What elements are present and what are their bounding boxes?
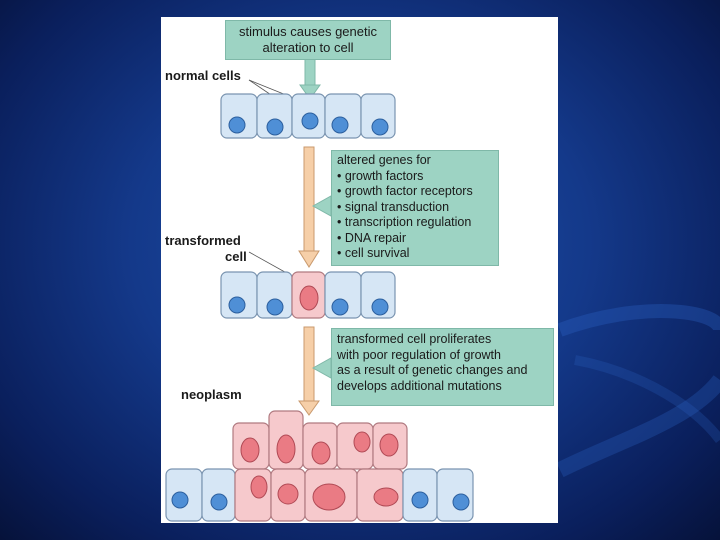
normal-nucleus <box>266 298 284 316</box>
normal-cells-label: normal cells <box>165 68 241 83</box>
altered-gene-item: cell survival <box>337 246 498 262</box>
normal-nucleus <box>228 116 246 134</box>
normal-nucleus <box>331 298 349 316</box>
normal-nucleus <box>266 118 284 136</box>
neoplasm-label: neoplasm <box>181 387 242 402</box>
transformed-cell-label: cell <box>225 249 247 264</box>
proliferation-line: as a result of genetic changes and <box>337 363 528 377</box>
neoplasm-nucleus <box>277 483 299 505</box>
neoplasm-nucleus <box>311 441 331 465</box>
neoplasm-nucleus <box>312 483 346 511</box>
normal-nucleus <box>371 298 389 316</box>
normal-nucleus <box>210 493 228 511</box>
normal-nucleus <box>301 112 319 130</box>
altered-gene-item: growth factor receptors <box>337 184 498 200</box>
stimulus-arrow-shaft <box>304 58 316 88</box>
stimulus-callout: stimulus causes genetic alteration to ce… <box>225 20 391 60</box>
normal-nucleus <box>331 116 349 134</box>
diagram-panel: stimulus causes genetic alteration to ce… <box>161 17 558 523</box>
normal-nucleus <box>228 296 246 314</box>
transformed-nucleus <box>299 285 319 311</box>
diagram-graphics <box>165 58 474 522</box>
normal-nucleus <box>371 118 389 136</box>
proliferation-line: develops additional mutations <box>337 378 502 393</box>
altered-gene-item: DNA repair <box>337 231 498 247</box>
normal-nucleus <box>452 493 470 511</box>
neoplasm-nucleus <box>276 434 296 464</box>
altered-gene-item: transcription regulation <box>337 215 498 231</box>
proliferation-callout: transformed cell proliferates with poor … <box>331 328 554 406</box>
transformed-label: transformed <box>165 233 241 248</box>
progression-arrow-2-shaft <box>303 326 315 404</box>
altered-genes-list: growth factors growth factor receptors s… <box>337 169 498 262</box>
neoplasm-nucleus <box>373 487 399 507</box>
stimulus-arrow-head <box>299 84 321 100</box>
proliferation-line: transformed cell proliferates <box>337 332 492 346</box>
neoplasm-nucleus <box>379 433 399 457</box>
normal-nucleus <box>411 491 429 509</box>
normal-cell-row <box>220 93 396 139</box>
progression-arrow-1-head <box>298 250 320 268</box>
altered-genes-pointer <box>311 195 332 217</box>
proliferation-pointer <box>311 357 332 379</box>
neoplasm-nucleus <box>250 475 268 499</box>
progression-arrow-2-head <box>298 400 320 416</box>
proliferation-line: with poor regulation of growth <box>337 347 501 362</box>
altered-genes-title: altered genes for <box>337 153 431 167</box>
transformed-cell-row <box>220 271 396 319</box>
neoplasm-nucleus <box>353 431 371 453</box>
neoplasm-base-layer <box>165 468 474 522</box>
altered-gene-item: signal transduction <box>337 200 498 216</box>
normal-nucleus <box>171 491 189 509</box>
stimulus-line-2: alteration to cell <box>262 39 354 55</box>
altered-genes-callout: altered genes for growth factors growth … <box>331 150 499 266</box>
progression-arrow-1-shaft <box>303 146 315 254</box>
altered-gene-item: growth factors <box>337 169 498 185</box>
neoplasm-upper-layer <box>232 410 408 470</box>
neoplasm-nucleus <box>240 437 260 463</box>
normal-cell <box>436 468 474 522</box>
stimulus-line-1: stimulus causes genetic <box>238 24 377 39</box>
